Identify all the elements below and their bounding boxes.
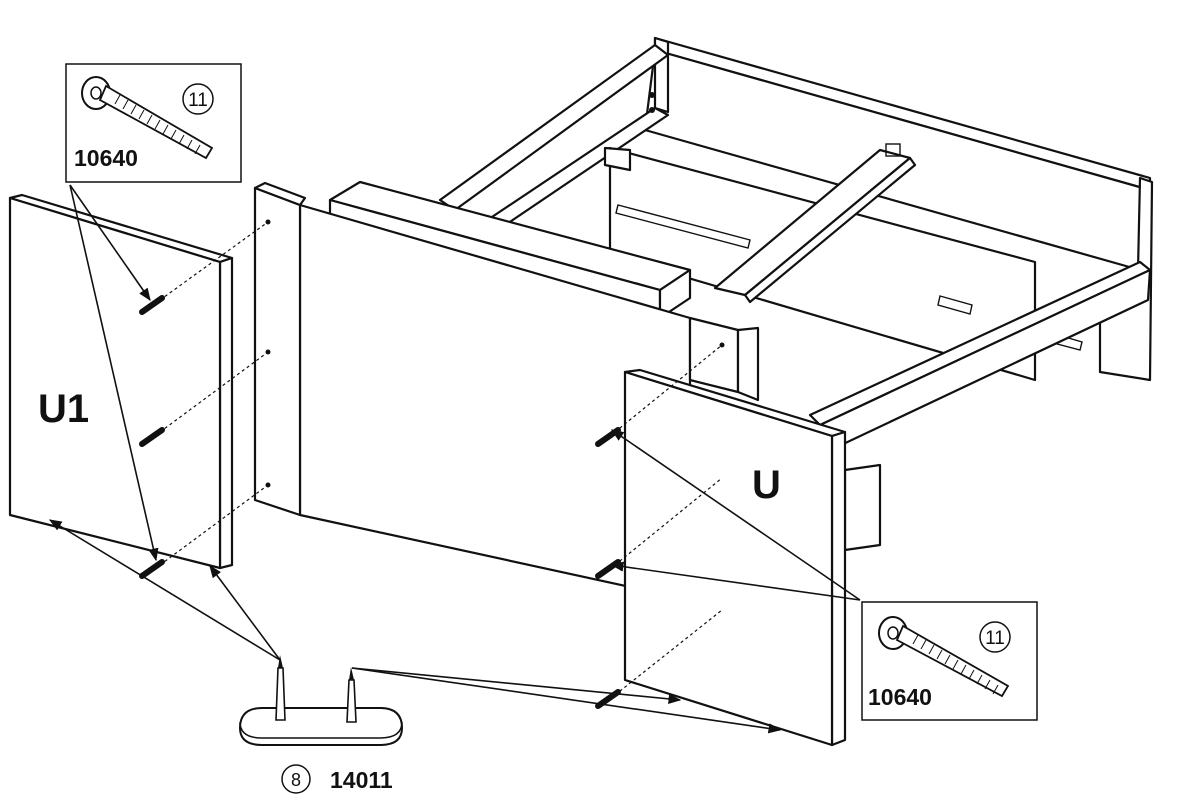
panel-u-label: U xyxy=(752,463,781,507)
screw-quantity: 11 xyxy=(188,90,208,111)
hole-marker xyxy=(649,92,655,98)
glider-part-code: 14011 xyxy=(330,767,393,793)
glider-pin-icon xyxy=(346,679,357,723)
quantity-circle xyxy=(281,764,311,794)
hardware-callout-screw-bottom: 11 10640 xyxy=(861,601,1038,721)
screw-part-code: 10640 xyxy=(74,145,138,171)
quantity-circle xyxy=(182,83,214,115)
glider-pin-icon xyxy=(275,667,286,721)
panel-u1-label: U1 xyxy=(38,387,89,431)
frame-assembly xyxy=(253,36,1154,602)
drawer-slide-rail xyxy=(937,295,973,315)
glider-quantity: 8 xyxy=(291,770,301,790)
hardware-callout-screw-top: 11 10640 xyxy=(65,63,242,183)
quantity-circle xyxy=(979,621,1011,653)
bracket xyxy=(885,143,901,157)
pointer-arrows xyxy=(48,184,861,734)
glider-part: 8 14011 xyxy=(238,655,404,794)
screw-part-code: 10640 xyxy=(868,684,932,710)
hole-marker xyxy=(649,107,655,113)
screw-quantity: 11 xyxy=(985,628,1005,649)
drawer-slide-rail xyxy=(615,204,751,249)
hole-marker xyxy=(719,342,725,348)
panel-u1: U1 xyxy=(8,193,234,570)
panel-u: U xyxy=(623,368,847,747)
screw-thread-icon xyxy=(98,84,214,160)
